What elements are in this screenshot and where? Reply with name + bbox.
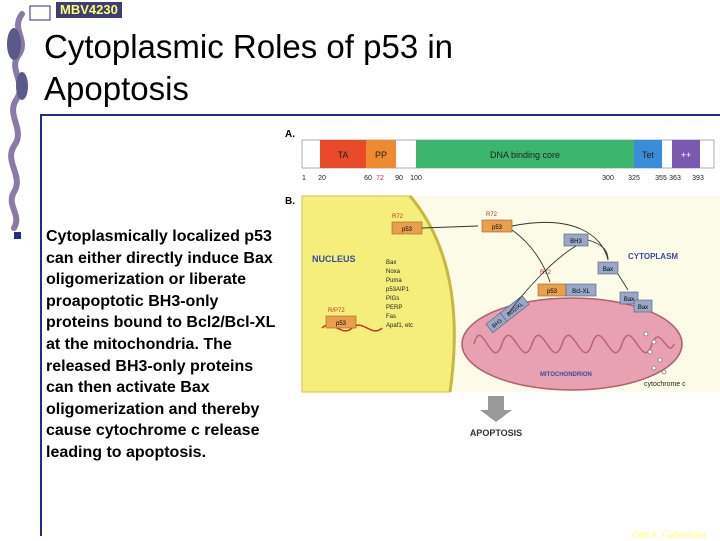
bax-oligo-label-1: Bax [624,297,634,303]
pos-72: 72 [376,175,384,182]
domain-label-core: DNA binding core [490,150,560,160]
pos-60: 60 [364,175,372,182]
mito-p53-label: p53 [547,289,558,295]
target-6: Fas [386,314,396,320]
pos-1: 1 [302,175,306,182]
footer-bar [0,524,720,540]
apoptosis-arrow [480,396,512,422]
domain-label-pp: PP [375,150,387,160]
panel-b-label: B. [285,196,295,207]
pos-100: 100 [410,175,422,182]
label-rp72: R/P72 [328,308,345,314]
cyto-p53-label: p53 [492,225,503,231]
pos-300: 300 [602,175,614,182]
domain-label-plus: ++ [681,150,692,160]
bax-label: Bax [603,267,613,273]
target-5: PERP [386,305,402,311]
bclxl-label: Bcl-XL [572,289,590,295]
top-p53-label: p53 [402,227,413,233]
pos-20: 20 [318,175,326,182]
panel-a-label: A. [285,129,295,140]
domain-label-tet: Tet [642,150,655,160]
target-7: Apaf1, etc [386,323,413,329]
apoptosis-label: APOPTOSIS [470,428,522,438]
bh3-label: BH3 [570,239,582,245]
p53-apoptosis-figure: A. TA PP DNA binding core Tet ++ 1 20 60… [282,124,720,444]
bullet-marker [14,232,21,239]
bax-oligo-label-2: Bax [638,305,648,311]
target-2: Puma [386,278,402,284]
title-divider [40,114,720,116]
domain-label-ta: TA [338,150,349,160]
pos-363: 363 [669,175,681,182]
cytoplasm-label: CYTOPLASM [628,252,678,261]
label-r72-top: R72 [392,214,404,220]
target-3: p53AIP1 [386,287,410,293]
cytochrome-label: cytochrome c [644,381,686,388]
footer-author: Odd S. Gabrielsen [632,530,706,541]
pos-355: 355 [655,175,667,182]
bullet-text: Cytoplasmically localized p53 can either… [46,226,278,464]
course-code: MBV4230 [56,2,122,18]
pos-325: 325 [628,175,640,182]
mitochondrion-label: MITOCHONDRION [540,372,592,378]
pos-90: 90 [395,175,403,182]
left-divider [40,116,42,536]
nucleus-label: NUCLEUS [312,254,356,264]
slide-title: Cytoplasmic Roles of p53 in Apoptosis [44,26,564,110]
target-0: Bax [386,260,396,266]
pos-393: 393 [692,175,704,182]
label-r72-cyto: R72 [486,212,498,218]
target-1: Noxa [386,269,401,275]
nuclear-p53-label: p53 [336,321,347,327]
target-4: PIGs [386,296,399,302]
